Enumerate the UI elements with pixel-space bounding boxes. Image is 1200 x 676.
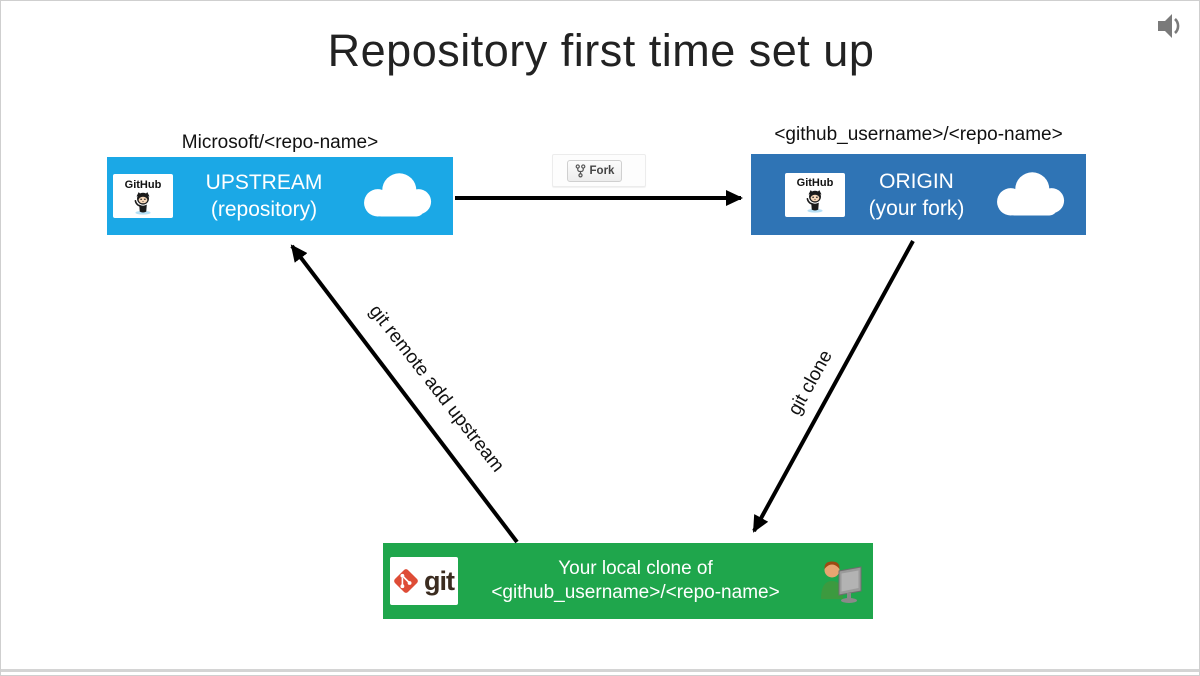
local-clone-line2: <github_username>/<repo-name> bbox=[491, 582, 780, 603]
git-badge-label: git bbox=[424, 565, 455, 596]
github-badge: GitHub bbox=[785, 172, 845, 217]
upstream-name: UPSTREAM bbox=[205, 171, 323, 194]
slide-bottom-border bbox=[1, 669, 1199, 672]
developer-icon bbox=[821, 561, 862, 603]
origin-subtitle: (your fork) bbox=[868, 196, 965, 220]
speaker-icon[interactable] bbox=[1157, 13, 1185, 39]
origin-caption: <github_username>/<repo-name> bbox=[774, 124, 1063, 145]
github-badge-label: GitHub bbox=[796, 177, 834, 189]
git-logo-icon bbox=[394, 569, 418, 593]
origin-name: ORIGIN bbox=[879, 169, 954, 193]
upstream-caption: Microsoft/<repo-name> bbox=[181, 132, 379, 153]
origin-text: ORIGIN (your fork) bbox=[845, 168, 988, 222]
upstream-box: GitHub UPSTREAM (repository) bbox=[107, 157, 453, 235]
fork-button[interactable]: Fork bbox=[567, 160, 622, 182]
edge-label-remote: git remote add upstream bbox=[364, 301, 509, 477]
local-clone-line1: Your local clone of bbox=[558, 558, 713, 579]
fork-icon bbox=[575, 164, 585, 178]
arrow-git-clone bbox=[752, 240, 915, 533]
origin-box: GitHub ORIGIN (your fork) bbox=[751, 154, 1086, 235]
arrow-remote-add-upstream bbox=[290, 244, 519, 544]
octocat-icon bbox=[806, 190, 823, 213]
edge-label-clone: git clone bbox=[784, 346, 837, 419]
git-badge: git bbox=[390, 557, 458, 605]
upstream-text: UPSTREAM (repository) bbox=[173, 169, 355, 223]
upstream-subtitle: (repository) bbox=[210, 198, 318, 221]
fork-button-label: Fork bbox=[589, 165, 615, 177]
local-clone-box: git Your local clone of <github_username… bbox=[383, 543, 873, 619]
octocat-icon bbox=[134, 191, 151, 215]
local-clone-text: Your local clone of <github_username>/<r… bbox=[458, 557, 813, 605]
page-title: Repository first time set up bbox=[327, 25, 875, 76]
cloud-icon bbox=[997, 171, 1065, 215]
github-badge-label: GitHub bbox=[124, 178, 162, 191]
github-badge: GitHub bbox=[113, 174, 173, 218]
cloud-icon bbox=[364, 173, 432, 217]
